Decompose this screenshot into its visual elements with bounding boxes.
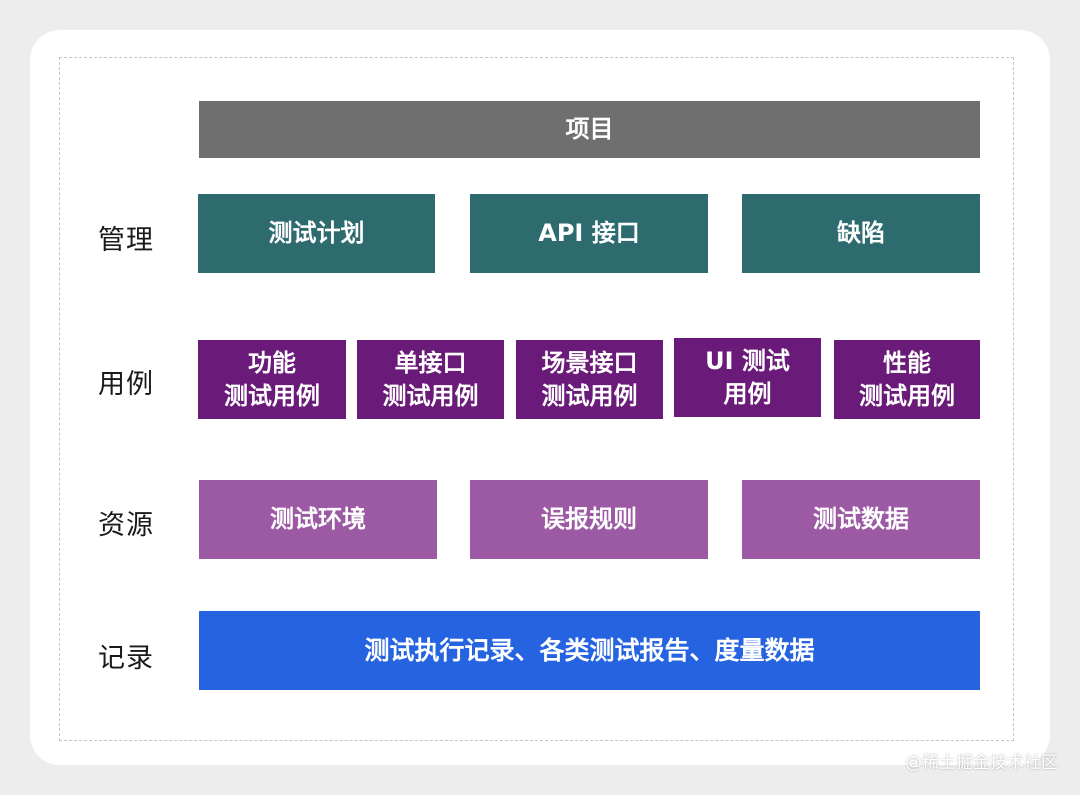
box-test-data-label: 测试数据 [813,505,909,534]
case-line2: 测试用例 [541,381,638,410]
row-label-records: 记录 [98,643,154,674]
box-false-alarm-rules-label: 误报规则 [541,505,637,534]
case-line1: 单接口 [394,349,467,378]
dashed-frame [59,57,1014,741]
box-records: 测试执行记录、各类测试报告、度量数据 [199,611,980,690]
case-line2: 测试用例 [859,381,955,410]
box-single-api-cases: 单接口 测试用例 [357,340,504,419]
box-test-plan: 测试计划 [198,194,435,273]
case-line1: 性能 [883,349,931,378]
box-test-plan-label: 测试计划 [268,219,365,248]
project-label: 项目 [565,115,614,144]
project-bar: 项目 [199,101,980,158]
box-functional-cases: 功能 测试用例 [198,340,346,419]
case-line1: 功能 [248,349,296,378]
box-api-label: API 接口 [538,219,640,248]
box-ui-cases: UI 测试 用例 [674,338,821,417]
box-false-alarm-rules: 误报规则 [470,480,708,559]
box-test-env-label: 测试环境 [270,505,366,534]
box-performance-cases: 性能 测试用例 [834,340,980,419]
case-line1: UI 测试 [705,347,790,376]
box-test-data: 测试数据 [742,480,980,559]
case-line2: 测试用例 [382,381,479,410]
box-scenario-api-cases: 场景接口 测试用例 [516,340,663,419]
box-defect: 缺陷 [742,194,980,273]
watermark: @稀土掘金技术社区 [905,753,1058,773]
box-test-env: 测试环境 [199,480,437,559]
box-records-label: 测试执行记录、各类测试报告、度量数据 [364,635,815,665]
case-line1: 场景接口 [541,349,638,378]
box-api: API 接口 [470,194,708,273]
row-label-cases: 用例 [98,369,154,400]
row-label-management: 管理 [98,225,154,256]
box-defect-label: 缺陷 [837,219,885,248]
row-label-resources: 资源 [98,510,154,541]
case-line2: 测试用例 [224,381,320,410]
case-line2: 用例 [723,379,772,408]
